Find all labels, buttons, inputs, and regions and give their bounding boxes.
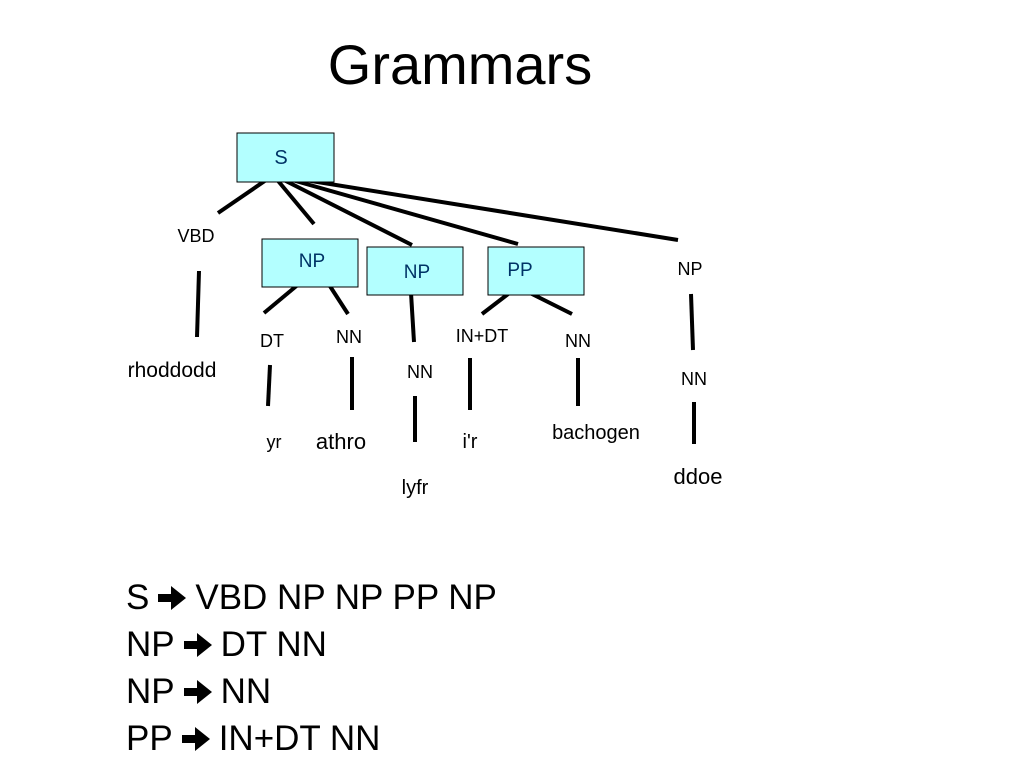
rule-1: S VBD NP NP PP NP bbox=[126, 574, 497, 621]
right-arrow-icon bbox=[183, 680, 212, 704]
rule-3: NP NN bbox=[126, 668, 497, 715]
word-ir: i'r bbox=[463, 431, 478, 453]
rule-rhs: VBD NP NP PP NP bbox=[195, 578, 497, 617]
node-np3: NP bbox=[677, 259, 702, 279]
right-arrow-icon bbox=[183, 633, 212, 657]
tree-edges bbox=[195, 174, 696, 444]
node-nn1: NN bbox=[336, 327, 362, 347]
right-arrow-icon bbox=[158, 586, 187, 610]
node-nn4: NN bbox=[681, 369, 707, 389]
rule-lhs: NP bbox=[126, 672, 175, 711]
rule-rhs: DT NN bbox=[220, 625, 327, 664]
node-np2: NP bbox=[404, 262, 430, 283]
rule-2: NP DT NN bbox=[126, 621, 497, 668]
rule-rhs: NN bbox=[220, 672, 272, 711]
edge-dt-word bbox=[266, 364, 272, 407]
rule-lhs: PP bbox=[126, 719, 173, 758]
right-arrow-icon bbox=[181, 727, 210, 751]
rule-lhs: NP bbox=[126, 625, 175, 664]
edge-s-pp bbox=[277, 174, 519, 246]
rule-4: PP IN+DT NN bbox=[126, 715, 497, 762]
edge-s-np1 bbox=[272, 174, 316, 226]
node-pp: PP bbox=[507, 260, 532, 281]
node-nn2: NN bbox=[407, 362, 433, 382]
word-athro: athro bbox=[316, 429, 366, 454]
rule-lhs: S bbox=[126, 578, 150, 617]
box-s bbox=[236, 132, 335, 183]
parse-tree: S NP NP PP VBD NP DT NN NN IN+DT NN NN r… bbox=[128, 132, 723, 499]
slide-title: Grammars bbox=[327, 33, 593, 96]
edge-np3-nn bbox=[689, 293, 695, 351]
box-np1 bbox=[261, 238, 359, 288]
word-ddoe: ddoe bbox=[674, 464, 723, 489]
node-nn3: NN bbox=[565, 331, 591, 351]
edge-s-np2 bbox=[275, 174, 413, 247]
edge-vbd-word bbox=[195, 270, 201, 338]
grammar-rules: S VBD NP NP PP NP NP DT NN NP NN PP IN+DT NN bbox=[126, 574, 497, 762]
rule-rhs: IN+DT NN bbox=[218, 719, 381, 758]
word-lyfr: lyfr bbox=[402, 477, 429, 499]
node-np1: NP bbox=[299, 251, 325, 272]
phrase-boxes bbox=[236, 132, 585, 296]
word-bachogen: bachogen bbox=[552, 422, 640, 444]
box-pp bbox=[487, 246, 585, 296]
node-indt: IN+DT bbox=[456, 326, 509, 346]
edge-np2-nn bbox=[409, 292, 416, 343]
word-rhoddodd: rhoddodd bbox=[128, 359, 217, 382]
node-dt: DT bbox=[260, 331, 284, 351]
tree-labels: S NP NP PP VBD NP DT NN NN IN+DT NN NN r… bbox=[128, 147, 723, 499]
edge-s-np3 bbox=[279, 174, 679, 242]
node-s: S bbox=[274, 147, 287, 169]
box-np2 bbox=[366, 246, 464, 296]
word-yr: yr bbox=[267, 432, 282, 452]
node-vbd: VBD bbox=[177, 226, 214, 246]
